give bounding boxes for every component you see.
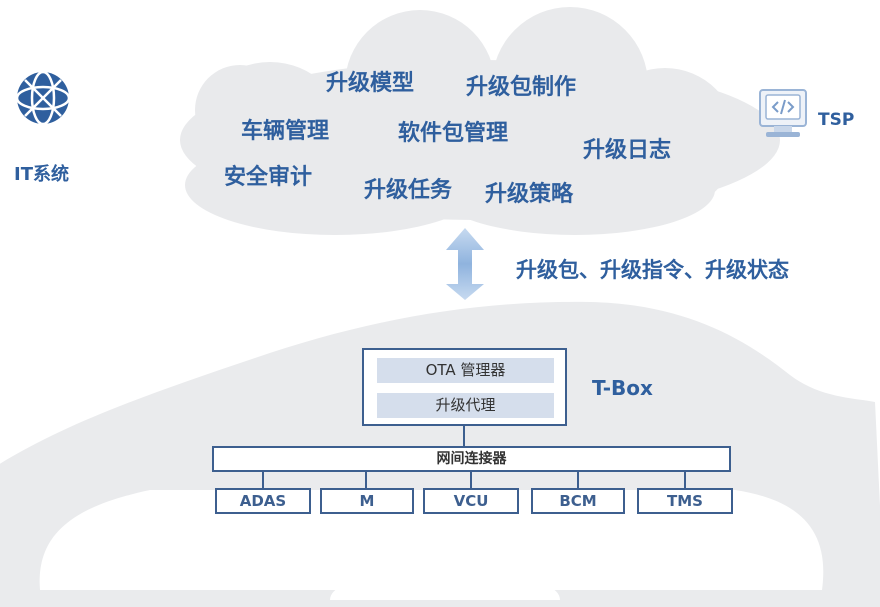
cloud-item-security-audit: 安全审计 [224, 165, 313, 190]
ecu-bcm: BCM [531, 488, 625, 514]
globe-icon [15, 70, 71, 126]
gateway-bus: 网间连接器 [212, 446, 731, 472]
tbox-label: T-Box [592, 376, 653, 400]
cloud-shape [180, 7, 780, 235]
cloud-item-upgrade-task: 升级任务 [364, 178, 453, 203]
tbox-container: OTA 管理器 升级代理 [362, 348, 567, 426]
upgrade-agent-row: 升级代理 [377, 393, 554, 418]
cloud-item-upgrade-log: 升级日志 [583, 138, 672, 163]
flow-label: 升级包、升级指令、升级状态 [516, 258, 789, 282]
cloud-item-software-pkg-mgmt: 软件包管理 [398, 121, 509, 146]
ecu-adas: ADAS [215, 488, 311, 514]
cloud-item-vehicle-mgmt: 车辆管理 [241, 119, 330, 144]
ecu-tms: TMS [637, 488, 733, 514]
double-arrow-icon [446, 228, 484, 300]
ecu-m: M [320, 488, 414, 514]
cloud-item-upgrade-strategy: 升级策略 [485, 182, 574, 207]
it-system-label: IT系统 [14, 164, 69, 185]
cloud-item-upgrade-model: 升级模型 [326, 71, 415, 96]
ota-manager-row: OTA 管理器 [377, 358, 554, 383]
tsp-label: TSP [818, 110, 855, 130]
code-monitor-icon [759, 89, 807, 137]
ecu-vcu: VCU [423, 488, 519, 514]
cloud-item-package-build: 升级包制作 [466, 75, 577, 100]
